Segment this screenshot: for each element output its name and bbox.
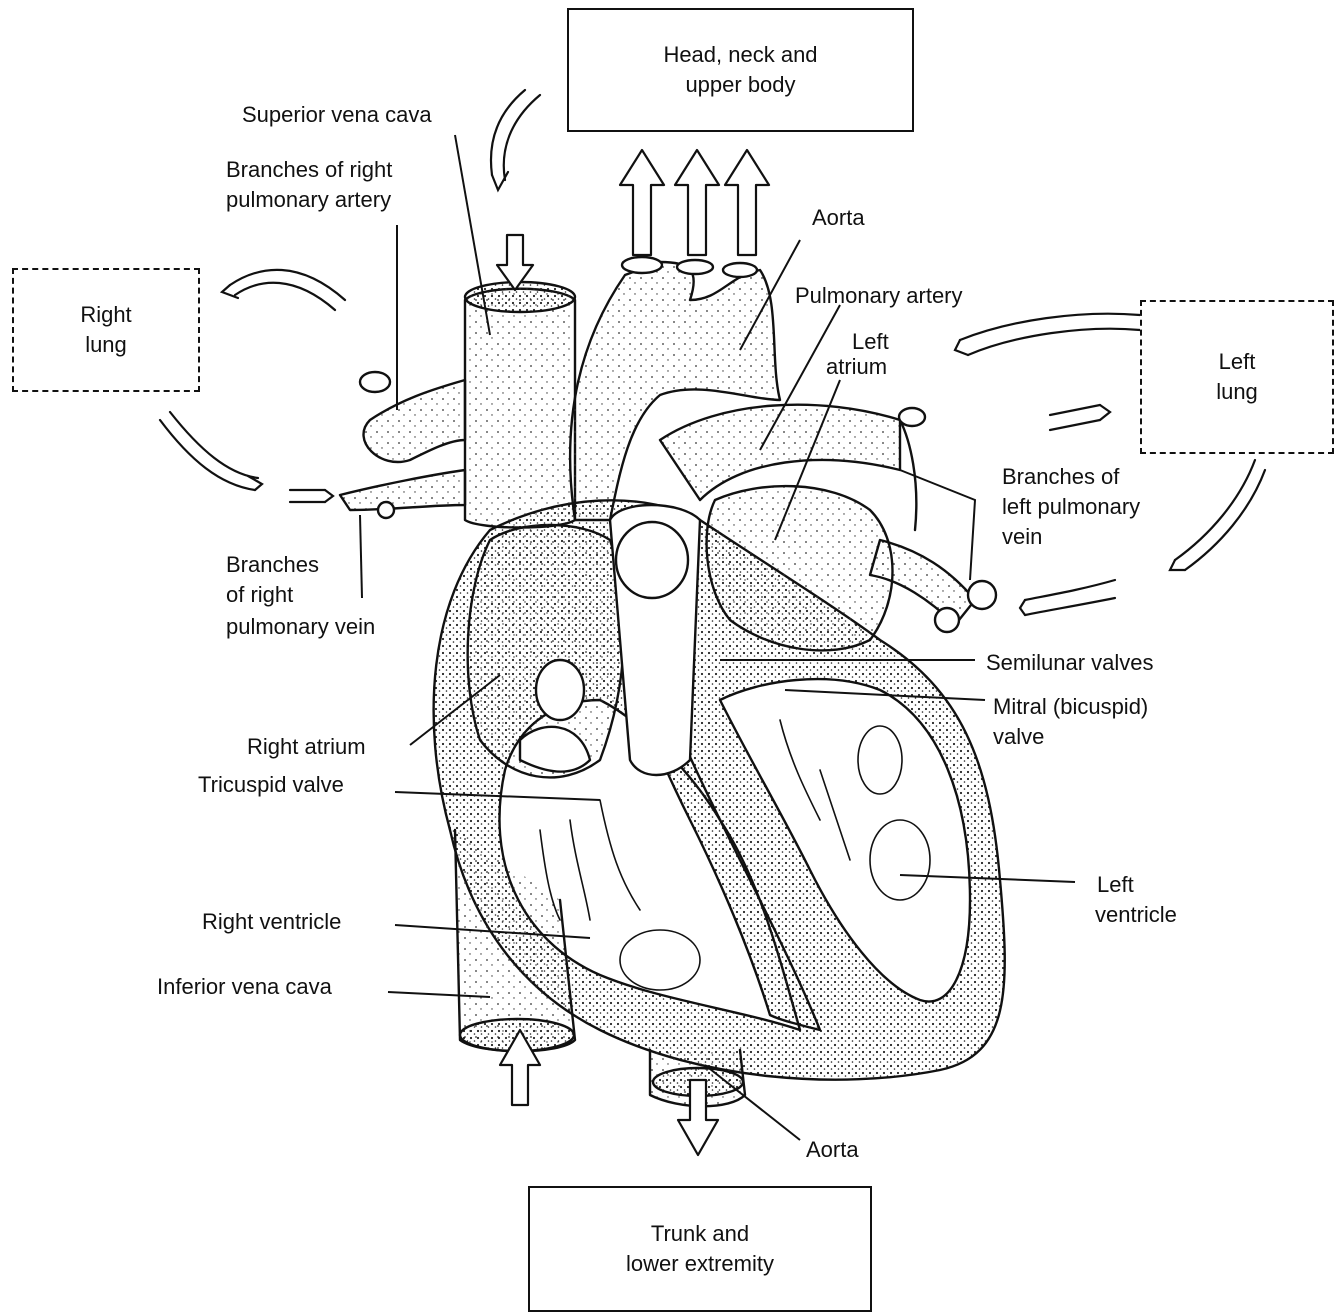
- box-right-lung: Right lung: [12, 268, 200, 392]
- label-mitral-2: valve: [993, 722, 1044, 752]
- box-head-neck-text: Head, neck and upper body: [663, 40, 817, 100]
- label-left-atrium-2: atrium: [826, 352, 887, 382]
- arrow-up-3: [725, 150, 769, 255]
- box-right-lung-text: Right lung: [80, 300, 131, 360]
- label-right-atrium: Right atrium: [247, 732, 366, 762]
- box-left-lung: Left lung: [1140, 300, 1334, 454]
- arrow-left-pulm-out: [1050, 405, 1100, 415]
- label-branches-rpv-2: of right: [226, 580, 293, 610]
- box-head-neck: Head, neck and upper body: [567, 8, 914, 132]
- right-pulmonary-vein: [340, 470, 465, 510]
- label-pulmonary-artery: Pulmonary artery: [795, 281, 963, 311]
- label-semilunar-valves: Semilunar valves: [986, 648, 1154, 678]
- arrow-up-1: [620, 150, 664, 255]
- superior-vena-cava: [465, 289, 575, 528]
- box-trunk: Trunk and lower extremity: [528, 1186, 872, 1312]
- label-inferior-vena-cava: Inferior vena cava: [157, 972, 332, 1002]
- arrow-from-right-lung: [160, 420, 255, 490]
- label-left-ventricle-1: Left: [1097, 870, 1134, 900]
- leader-branches-rpv: [360, 515, 362, 598]
- arrow-up-2: [675, 150, 719, 255]
- label-branches-rpv-1: Branches: [226, 550, 319, 580]
- right-atrium-opening: [536, 660, 584, 720]
- label-left-ventricle-2: ventricle: [1095, 900, 1177, 930]
- pulmonary-valve: [616, 522, 688, 598]
- arrow-into-left-vein: [1025, 580, 1115, 600]
- label-branches-rpa-1: Branches of right: [226, 155, 392, 185]
- label-superior-vena-cava: Superior vena cava: [242, 100, 432, 130]
- label-mitral-1: Mitral (bicuspid): [993, 692, 1148, 722]
- label-right-ventricle: Right ventricle: [202, 907, 341, 937]
- label-aorta-bottom: Aorta: [806, 1135, 859, 1165]
- aortic-arch: [570, 262, 780, 520]
- label-aorta-top: Aorta: [812, 203, 865, 233]
- label-branches-lpv-3: vein: [1002, 522, 1042, 552]
- label-tricuspid-valve: Tricuspid valve: [198, 770, 344, 800]
- box-left-lung-text: Left lung: [1216, 347, 1258, 407]
- arrow-to-left-lung: [960, 314, 1140, 340]
- label-branches-lpv-2: left pulmonary: [1002, 492, 1140, 522]
- label-branches-rpa-2: pulmonary artery: [226, 185, 391, 215]
- label-branches-lpv-1: Branches of: [1002, 462, 1119, 492]
- box-trunk-text: Trunk and lower extremity: [626, 1219, 774, 1279]
- label-branches-rpv-3: pulmonary vein: [226, 612, 375, 642]
